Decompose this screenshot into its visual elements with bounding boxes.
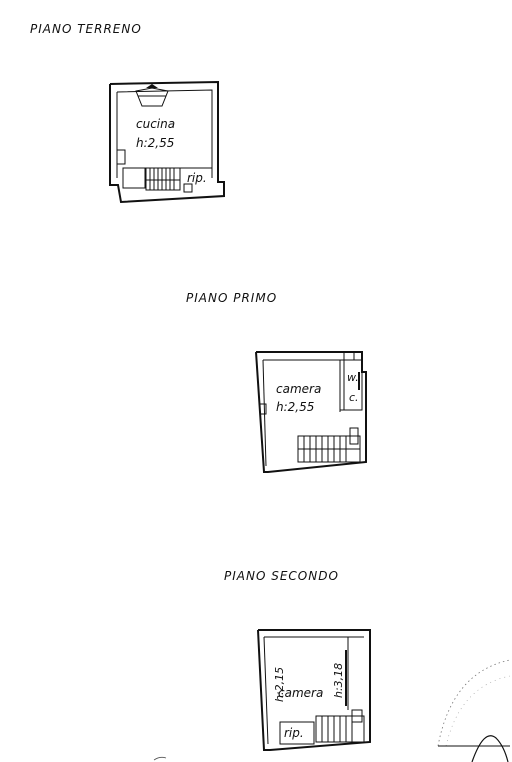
fireplace-hood-icon	[135, 87, 169, 107]
first-floor-plan	[255, 351, 367, 473]
stairs-icon	[297, 427, 361, 463]
second-height-right-label: h:3,18	[332, 663, 345, 698]
ground-floor-title: PIANO TERRENO	[30, 22, 142, 36]
compass-arc-decoration	[153, 659, 511, 762]
second-floor: PIANO SECONDO h:2,15 h:3,	[224, 569, 371, 751]
second-storage-label: rip.	[284, 726, 304, 740]
ground-floor: PIANO TERRENO	[30, 22, 225, 204]
ground-room-label: cucina	[136, 117, 175, 131]
ground-floor-plan	[109, 80, 225, 204]
first-room-label: camera	[276, 382, 321, 396]
ground-storage-label: rip.	[187, 171, 207, 185]
second-height-left-label: h:2,15	[273, 667, 286, 702]
first-floor-title: PIANO PRIMO	[186, 291, 277, 305]
stairs-icon	[145, 167, 181, 191]
second-floor-plan	[257, 629, 371, 751]
stairs-icon	[315, 709, 365, 743]
second-room-label: camera	[278, 686, 323, 700]
ground-height-label: h:2,55	[136, 136, 174, 150]
second-floor-title: PIANO SECONDO	[224, 569, 339, 583]
first-wc-label-c: c.	[349, 391, 359, 404]
first-wc-label-w: w.	[347, 371, 359, 384]
first-height-label: h:2,55	[276, 400, 314, 414]
first-floor: PIANO PRIMO	[186, 291, 367, 473]
